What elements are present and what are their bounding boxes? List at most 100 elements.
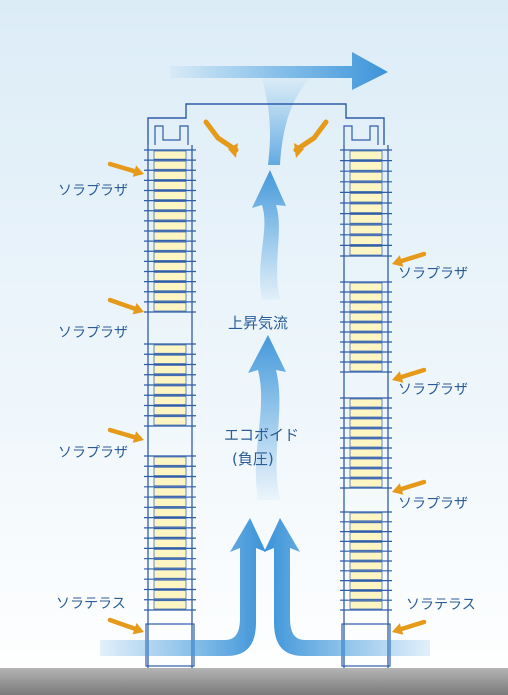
updraft-column-top <box>262 78 310 165</box>
floor-window <box>349 571 383 580</box>
floor-window <box>153 181 187 190</box>
floor-window <box>153 354 187 364</box>
floor-window <box>153 385 187 395</box>
updraft-label: 上昇気流 <box>228 314 289 332</box>
floor-window <box>349 542 383 551</box>
left-sora-plaza-label-2: ソラプラザ <box>58 325 128 341</box>
floor-window <box>349 398 383 408</box>
floor-window <box>349 600 383 610</box>
floor-window <box>349 282 383 292</box>
floor-window <box>153 282 187 292</box>
floor-window <box>153 518 187 528</box>
wind-arrow <box>399 367 427 380</box>
left-sora-terrace-label: ソラテラス <box>56 596 126 612</box>
floor-window <box>349 362 383 372</box>
floor-window <box>153 507 187 517</box>
wind-arrow <box>107 297 137 311</box>
floor-window <box>153 487 187 497</box>
wind-arrow <box>107 617 137 631</box>
floor-window <box>153 170 187 180</box>
floor-window <box>349 468 383 478</box>
floor-window <box>349 448 383 458</box>
intake-arrow-left <box>100 518 266 656</box>
updraft-arrow-middle <box>248 335 286 500</box>
floor-window <box>153 416 187 426</box>
floor-window <box>153 365 187 375</box>
wind-arrowhead <box>132 431 144 443</box>
right-sora-plaza-label-3: ソラプラザ <box>398 496 468 512</box>
right-sora-terrace-label: ソラテラス <box>406 597 476 613</box>
floor-window <box>349 246 383 256</box>
floor-window <box>349 352 383 362</box>
eco-void-label: エコボイド <box>224 426 300 444</box>
roof-wind-arrowhead-left <box>228 143 238 158</box>
floor-window <box>153 528 187 538</box>
updraft-arrow-upper <box>252 170 286 300</box>
floor-window <box>349 302 383 312</box>
floor-window <box>153 569 187 579</box>
floor-window <box>349 203 383 213</box>
floor-window <box>153 600 187 610</box>
floor-window <box>153 344 187 354</box>
floor-window <box>153 538 187 548</box>
floor-window <box>349 322 383 332</box>
right-sora-plaza-label-2: ソラプラザ <box>398 382 468 398</box>
floor-window <box>153 191 187 200</box>
roof-outline <box>147 103 385 145</box>
floor-window <box>153 375 187 385</box>
right-sora-plaza-label-1: ソラプラザ <box>398 266 468 282</box>
roof-inner-left <box>154 125 189 145</box>
floor-window <box>349 171 383 182</box>
floor-window <box>153 395 187 405</box>
roof-wind-arrowhead-right <box>294 143 304 158</box>
floor-window <box>153 241 187 251</box>
floor-window <box>349 418 383 428</box>
intake-arrow-right <box>264 518 430 656</box>
wind-arrow <box>399 479 427 492</box>
left-sora-plaza-label-3: ソラプラザ <box>58 445 128 461</box>
floor-window <box>153 160 187 170</box>
wind-arrowhead <box>132 623 144 635</box>
left-tower <box>144 145 196 668</box>
wind-arrow <box>107 427 137 440</box>
floor-window <box>153 201 187 211</box>
floor-window <box>153 466 187 476</box>
floor-window <box>153 477 187 487</box>
floor-window <box>349 292 383 302</box>
floor-window <box>153 211 187 221</box>
floor-window <box>153 497 187 507</box>
floor-window <box>349 591 383 600</box>
right-tower <box>340 145 392 668</box>
wind-arrowhead <box>392 483 404 495</box>
floor-window <box>349 478 383 488</box>
floor-window <box>349 214 383 224</box>
floor-window <box>349 522 383 531</box>
floor-window <box>153 406 187 416</box>
ground <box>0 668 508 695</box>
floor-window <box>153 251 187 261</box>
floor-window <box>349 408 383 418</box>
floor-window <box>349 150 383 160</box>
floor-window <box>349 551 383 561</box>
floor-window <box>349 532 383 541</box>
wind-arrow <box>107 161 137 174</box>
floor-window <box>349 581 383 590</box>
floor-window <box>349 182 383 192</box>
wind-arrowhead <box>392 623 404 635</box>
roof-wind-arrow-right <box>293 119 329 153</box>
wind-arrowhead <box>132 303 144 315</box>
floor-window <box>153 302 187 312</box>
floor-window <box>349 438 383 448</box>
floor-window <box>153 231 187 241</box>
floor-window <box>349 342 383 352</box>
floor-window <box>349 235 383 245</box>
wind-arrowhead <box>392 255 404 267</box>
floor-window <box>153 456 187 466</box>
floor-window <box>349 332 383 342</box>
floor-window <box>153 579 187 589</box>
wind-arrowhead <box>132 165 144 177</box>
eco-void-negative-pressure-label: (負圧) <box>232 450 274 468</box>
floor-window <box>153 150 187 160</box>
floor-window <box>153 262 187 271</box>
